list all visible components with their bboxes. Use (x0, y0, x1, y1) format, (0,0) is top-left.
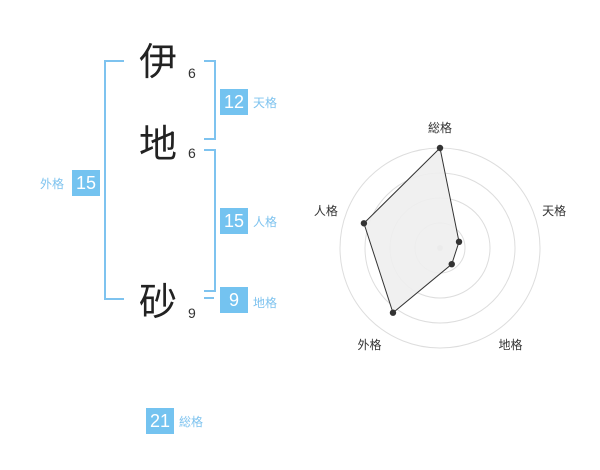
radar-points (360, 144, 463, 316)
radar-point-3 (389, 309, 397, 316)
chikaku-value: 9 (220, 287, 248, 313)
radar-point-4 (360, 220, 368, 227)
stroke-count-3: 9 (188, 305, 196, 321)
name-char-2: 地 (139, 122, 178, 166)
tenkaku-bracket (204, 60, 216, 140)
radar-point-0 (436, 144, 444, 152)
stroke-count-1: 6 (188, 65, 196, 81)
radar-point-2 (448, 260, 455, 268)
radar-axis-label: 人格 (314, 203, 338, 218)
soukaku-label: 総格 (179, 415, 204, 429)
radar-axis-label: 地格 (499, 337, 523, 352)
tenkaku-value: 12 (220, 89, 248, 115)
jinkaku-label: 人格 (253, 215, 278, 229)
radar-axis-label: 外格 (357, 337, 381, 352)
radar-axis-label: 総格 (428, 120, 452, 135)
name-char-1: 伊 (139, 40, 178, 84)
chikaku-bracket (204, 297, 214, 299)
stroke-count-2: 6 (188, 145, 196, 161)
name-char-3: 砂 (139, 280, 178, 324)
gaikaku-bracket (104, 60, 124, 300)
radar-axis-label: 天格 (542, 203, 566, 218)
jinkaku-bracket (204, 149, 216, 292)
radar-point-1 (455, 238, 463, 246)
jinkaku-value: 15 (220, 208, 248, 234)
tenkaku-label: 天格 (253, 96, 278, 110)
soukaku-value: 21 (146, 408, 174, 434)
gaikaku-value: 15 (72, 170, 100, 196)
radar-area (363, 146, 460, 314)
gaikaku-label: 外格 (40, 177, 65, 191)
chikaku-label: 地格 (253, 296, 278, 310)
